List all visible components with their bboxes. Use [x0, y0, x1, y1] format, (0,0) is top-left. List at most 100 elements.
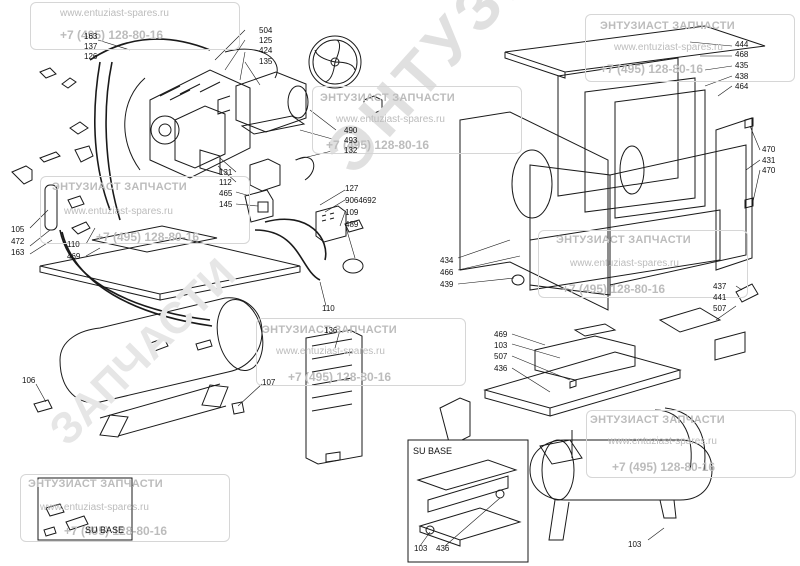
pressure-switch [244, 158, 281, 223]
support-bracket [534, 323, 636, 381]
part-callout: 431 [762, 156, 776, 165]
part-callout: 103 [628, 540, 642, 549]
side-guard-parts [439, 307, 746, 471]
watermark-url: www.entuziast-spares.ru [64, 206, 173, 217]
base-plate-right [483, 351, 682, 417]
watermark-frame [20, 474, 230, 542]
part-callout: 137 [84, 42, 98, 51]
su-base-label-left: SU BASE [85, 525, 125, 535]
part-callout: 439 [440, 280, 454, 289]
part-callout: 109 [345, 208, 359, 217]
part-callout: 444 [735, 40, 749, 49]
watermark-phone: +7 (495) 128-80-16 [60, 28, 164, 42]
part-callout: 125 [259, 36, 273, 45]
air-tank [59, 297, 264, 438]
part-callout: 163 [84, 32, 98, 41]
watermark-phone: +7 (495) 128-80-16 [326, 138, 430, 152]
cabinet-side-panels [459, 57, 753, 311]
watermark-url: www.entuziast-spares.ru [276, 346, 385, 357]
part-callout: 465 [219, 189, 233, 198]
watermark-frame [586, 410, 796, 478]
part-callout: 469 [494, 330, 508, 339]
part-callout: 435 [735, 61, 749, 70]
part-callout: 464 [735, 82, 749, 91]
watermark-frame [312, 86, 522, 154]
fittings-group [11, 67, 94, 235]
part-callout: 470 [762, 166, 776, 175]
part-callout: 132 [344, 146, 358, 155]
tank-fittings [33, 337, 245, 415]
watermark-phone: +7 (495) 128-80-16 [612, 460, 716, 474]
part-callout: 163 [11, 248, 25, 257]
part-callout: 468 [735, 50, 749, 59]
part-callout: 507 [713, 304, 727, 313]
part-callout: 112 [219, 178, 232, 187]
part-callout: 438 [735, 72, 749, 81]
part-callout: 489 [345, 220, 359, 229]
watermark-phone: +7 (495) 128-80-16 [562, 282, 666, 296]
part-callout: 131 [219, 168, 233, 177]
part-callout: 136 [324, 326, 338, 335]
motor-base-plate [39, 225, 301, 301]
compressor-pump [149, 69, 251, 179]
watermark-brand: ЭНТУЗИАСТ ЗАПЧАСТИ [52, 181, 187, 193]
cabinet-clips [363, 95, 759, 303]
part-callout: 504 [259, 26, 273, 35]
watermark-brand: ЭНТУЗИАСТ ЗАПЧАСТИ [28, 478, 163, 490]
part-callout: 127 [345, 184, 359, 193]
part-callout: 145 [219, 200, 233, 209]
part-callout: 507 [494, 352, 508, 361]
part-callout: 436 [436, 544, 450, 553]
watermark-url: www.entuziast-spares.ru [570, 258, 679, 269]
watermark-frame [256, 318, 466, 386]
control-module [295, 157, 364, 274]
part-callout: 103 [414, 544, 428, 553]
watermark-brand: ЭНТУЗИАСТ ЗАПЧАСТИ [590, 414, 725, 426]
watermark-phone: +7 (495) 128-80-16 [64, 524, 168, 538]
watermark-url: www.entuziast-spares.ru [40, 502, 149, 513]
part-callout: 135 [259, 57, 273, 66]
hose-lines [59, 38, 327, 327]
watermark-frame [538, 230, 748, 298]
watermark-url: www.entuziast-spares.ru [608, 436, 717, 447]
part-callout: 110 [67, 240, 80, 249]
part-callout: 437 [713, 282, 727, 291]
watermark-frame [30, 2, 240, 50]
watermark-brand: ЭНТУЗИАСТ ЗАПЧАСТИ [600, 20, 735, 32]
watermark-brand: ЭНТУЗИАСТ ЗАПЧАСТИ [262, 324, 397, 336]
watermark-frame [585, 14, 795, 82]
watermark-url: www.entuziast-spares.ru [614, 42, 723, 53]
part-callout: 493 [344, 136, 358, 145]
part-callout: 110 [322, 304, 335, 313]
right-tank [529, 430, 713, 541]
part-callout: 107 [262, 378, 276, 387]
part-callout: 466 [440, 268, 454, 277]
watermark-phone: +7 (495) 128-80-16 [288, 370, 392, 384]
su-base-label-right: SU BASE [413, 446, 453, 456]
watermark-phone: +7 (495) 128-80-16 [96, 230, 200, 244]
part-callout: 106 [22, 376, 36, 385]
watermark-brand: ЭНТУЗИАСТ ЗАПЧАСТИ [320, 92, 455, 104]
part-callout: 434 [440, 256, 454, 265]
watermark-brand: ЭНТУЗИАСТ ЗАПЧАСТИ [556, 234, 691, 246]
part-callout: 424 [259, 46, 273, 55]
watermark-frame [40, 176, 250, 244]
part-callout: 436 [494, 364, 508, 373]
part-callout: 469 [67, 252, 81, 261]
part-callout: 470 [762, 145, 776, 154]
watermark-url: www.entuziast-spares.ru [60, 8, 169, 19]
part-callout: 490 [344, 126, 358, 135]
belt-guard [124, 48, 278, 171]
electric-motor [217, 71, 309, 135]
leader-lines [29, 29, 761, 547]
cooling-fan [308, 35, 362, 89]
part-callout: 126 [84, 52, 98, 61]
part-callout: 105 [11, 225, 25, 234]
part-callout: 9064692 [345, 196, 377, 205]
su-base-inset-right [407, 439, 529, 563]
watermark-phone: +7 (495) 128-80-16 [600, 62, 704, 76]
watermark-url: www.entuziast-spares.ru [336, 114, 445, 125]
part-callout: 103 [494, 341, 508, 350]
